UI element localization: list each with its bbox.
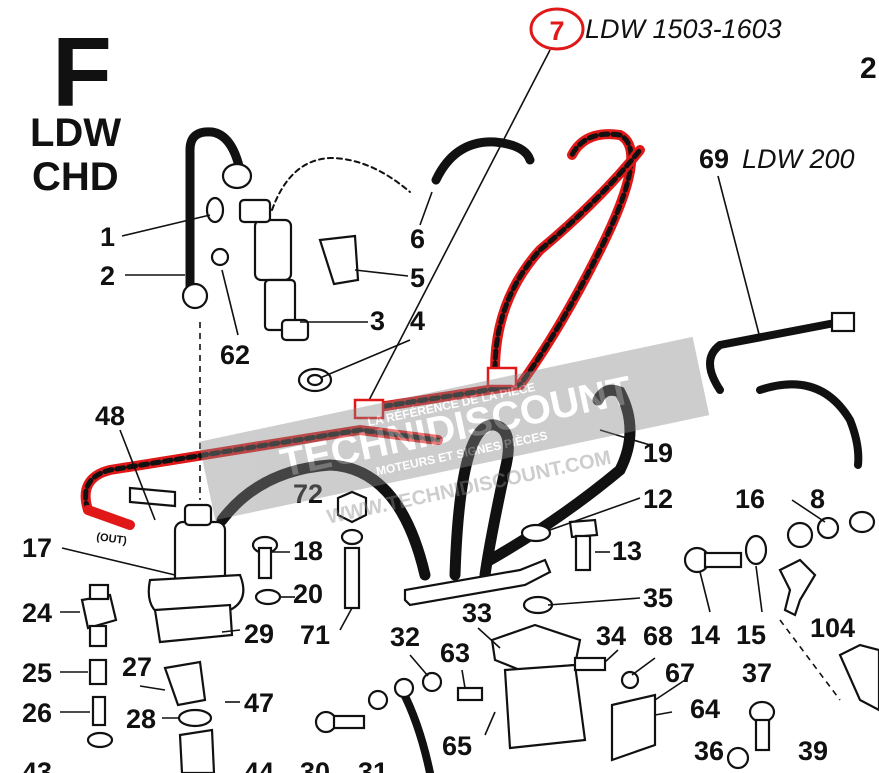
- hardware-parts: [80, 162, 879, 773]
- label-33: 33: [462, 598, 492, 628]
- label-62: 62: [220, 340, 250, 370]
- kit-69-number: 69: [699, 144, 729, 174]
- part-labels: 1 2 3 4 5 6 62 48 19 72 12 16 8 17 18 20…: [22, 222, 855, 773]
- label-2: 2: [100, 261, 115, 291]
- label-1: 1: [100, 222, 115, 252]
- kit-7-leader: [364, 49, 551, 409]
- label-26: 26: [22, 698, 52, 728]
- label-19: 19: [643, 438, 673, 468]
- label-15: 15: [736, 620, 766, 650]
- label-37: 37: [742, 658, 772, 688]
- label-18: 18: [293, 536, 323, 566]
- label-63: 63: [440, 638, 470, 668]
- label-12: 12: [643, 484, 673, 514]
- label-29: 29: [244, 619, 274, 649]
- label-39: 39: [798, 736, 828, 766]
- label-25: 25: [22, 658, 52, 688]
- label-36: 36: [694, 736, 724, 766]
- label-48: 48: [95, 401, 125, 431]
- label-8: 8: [810, 484, 825, 514]
- label-35: 35: [643, 583, 673, 613]
- label-17: 17: [22, 533, 52, 563]
- label-14: 14: [690, 620, 720, 650]
- label-71: 71: [300, 620, 330, 650]
- label-31: 31: [358, 757, 388, 773]
- label-64: 64: [690, 694, 720, 724]
- label-104: 104: [810, 613, 855, 643]
- label-30: 30: [300, 757, 330, 773]
- corner-mark: 2: [860, 52, 877, 85]
- kit-69-leader: [717, 175, 761, 339]
- label-6: 6: [410, 224, 425, 254]
- kit-7-pipes: [80, 129, 645, 530]
- label-65: 65: [442, 731, 472, 761]
- label-20: 20: [293, 579, 323, 609]
- label-5: 5: [410, 263, 425, 293]
- label-16: 16: [735, 484, 765, 514]
- label-43: 43: [22, 757, 52, 773]
- label-32: 32: [390, 622, 420, 652]
- label-4: 4: [410, 306, 425, 336]
- label-68: 68: [643, 621, 673, 651]
- label-27: 27: [122, 652, 152, 682]
- label-44: 44: [244, 757, 274, 773]
- kit-7-models: LDW 1503-1603: [585, 14, 782, 44]
- label-3: 3: [370, 306, 385, 336]
- engine-code-chd: CHD: [32, 155, 119, 199]
- kit-7-circle: [529, 7, 585, 51]
- label-out: (OUT): [96, 531, 128, 547]
- watermark-banner: [198, 336, 710, 521]
- leader-lines: [60, 191, 826, 736]
- injector-pipes: [185, 127, 863, 607]
- label-72: 72: [293, 479, 323, 509]
- label-34: 34: [596, 621, 626, 651]
- engine-code-ldw: LDW: [30, 111, 121, 155]
- label-24: 24: [22, 598, 52, 628]
- section-letter: F: [52, 17, 112, 127]
- kit-7-number: 7: [549, 16, 564, 46]
- label-67: 67: [665, 658, 695, 688]
- pipe-69-nut: [830, 311, 856, 333]
- kit-69-models: LDW 200: [742, 144, 855, 174]
- label-47: 47: [244, 688, 274, 718]
- label-13: 13: [612, 536, 642, 566]
- label-28: 28: [126, 704, 156, 734]
